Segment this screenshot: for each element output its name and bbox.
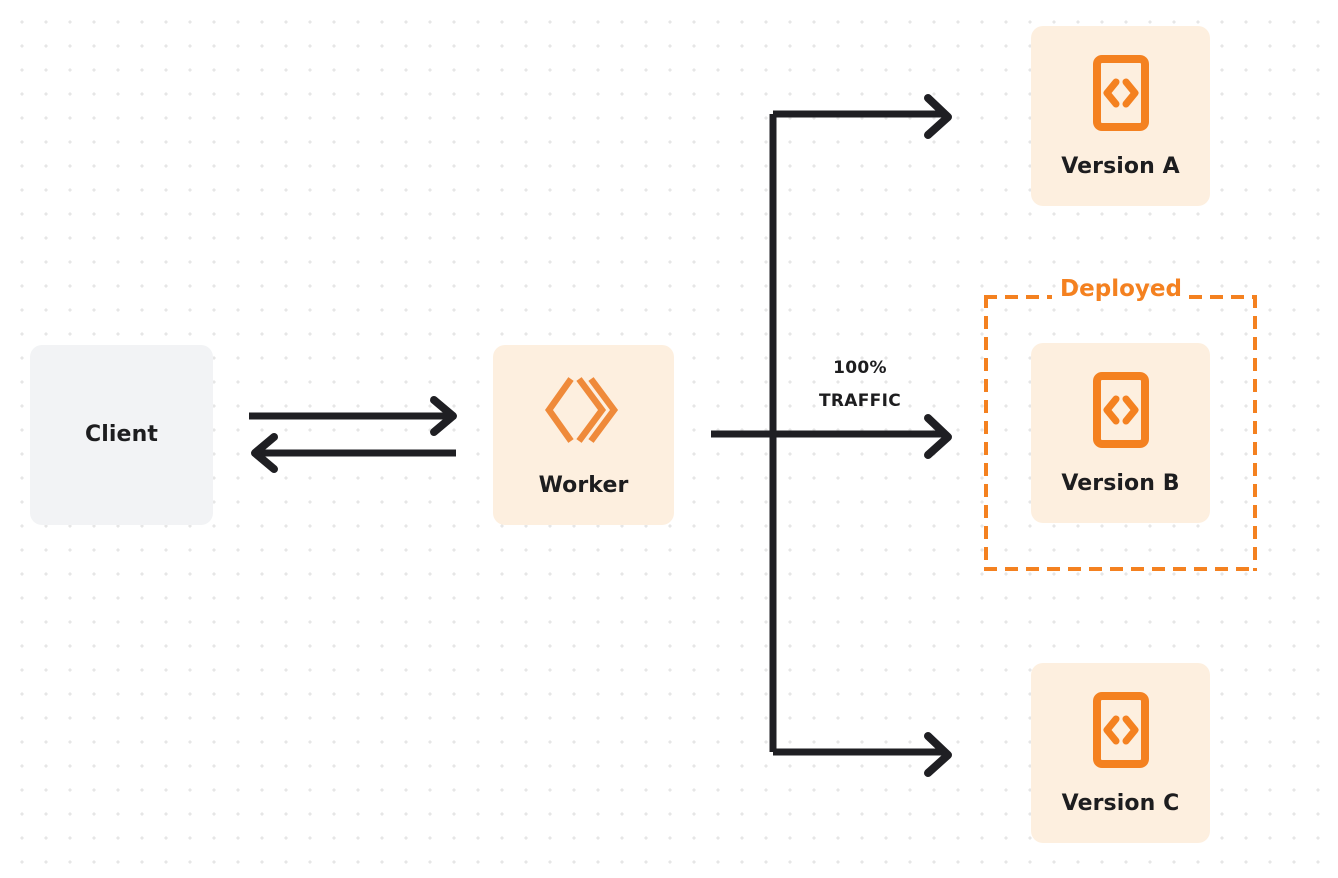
group-deployed: Deployed [984,278,1257,571]
node-worker-label: Worker [538,473,629,498]
node-version-a-label: Version A [1061,154,1180,179]
node-version-a[interactable]: Version A [1031,26,1210,206]
group-deployed-border-left [984,295,988,571]
node-version-b-label: Version B [1061,471,1180,496]
node-version-c-label: Version C [1061,791,1180,816]
traffic-word: TRAFFIC [819,391,901,412]
code-file-icon [1092,371,1150,453]
node-version-c[interactable]: Version C [1031,663,1210,843]
traffic-percent: 100% [833,358,887,378]
code-file-icon [1092,691,1150,773]
group-deployed-label: Deployed [1060,276,1182,302]
node-client[interactable]: Client [30,345,213,525]
cloudflare-workers-logo-icon [544,373,623,451]
node-version-b[interactable]: Version B [1031,343,1210,523]
node-client-label: Client [85,422,158,447]
group-deployed-border-top-right [1189,295,1257,299]
group-deployed-border-bottom [984,567,1257,571]
group-deployed-border-right [1253,295,1257,571]
node-worker[interactable]: Worker [493,345,674,525]
code-file-icon [1092,54,1150,136]
group-deployed-border-top-left [984,295,1052,299]
traffic-label: 100% TRAFFIC [790,352,930,418]
